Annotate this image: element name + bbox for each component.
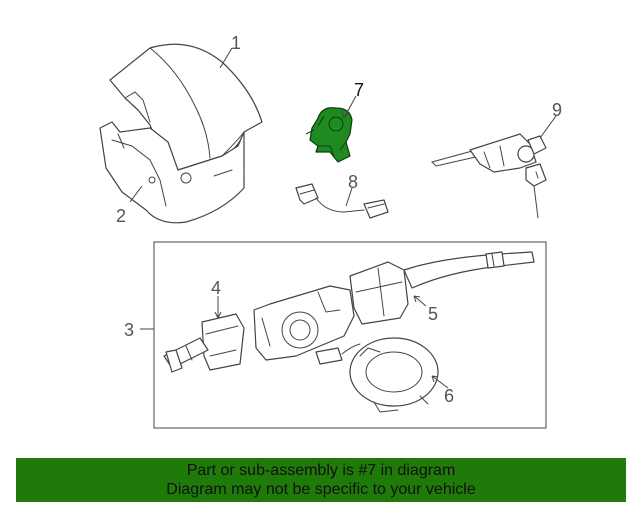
- part-4-wiper-switch[interactable]: [163, 313, 245, 373]
- callout-7: 7: [354, 80, 364, 100]
- callout-6: 6: [444, 386, 454, 406]
- part-6-spiral-cable[interactable]: [349, 337, 439, 413]
- assembly-3-box: [153, 241, 547, 429]
- parts-diagram: 1 2 7 8: [99, 33, 562, 429]
- part-8-wire-harness[interactable]: [295, 183, 389, 219]
- callout-5: 5: [428, 304, 438, 324]
- callout-1: 1: [231, 33, 241, 53]
- combination-switch-body[interactable]: [253, 285, 361, 365]
- banner-line-1: Part or sub-assembly is #7 in diagram: [186, 462, 456, 479]
- callout-4: 4: [211, 278, 221, 298]
- part-2-lower-column-cover[interactable]: [99, 121, 245, 224]
- part-5-headlamp-switch[interactable]: [349, 251, 535, 325]
- info-banner: Part or sub-assembly is #7 in diagram Di…: [16, 458, 626, 502]
- callout-9: 9: [552, 100, 562, 120]
- part-9-lock-cylinder-keys[interactable]: [431, 133, 547, 219]
- callout-8: 8: [348, 172, 358, 192]
- callout-3: 3: [124, 320, 134, 340]
- banner-line-2: Diagram may not be specific to your vehi…: [166, 481, 476, 498]
- callout-2: 2: [116, 206, 126, 226]
- part-7-ignition-switch[interactable]: [305, 107, 353, 163]
